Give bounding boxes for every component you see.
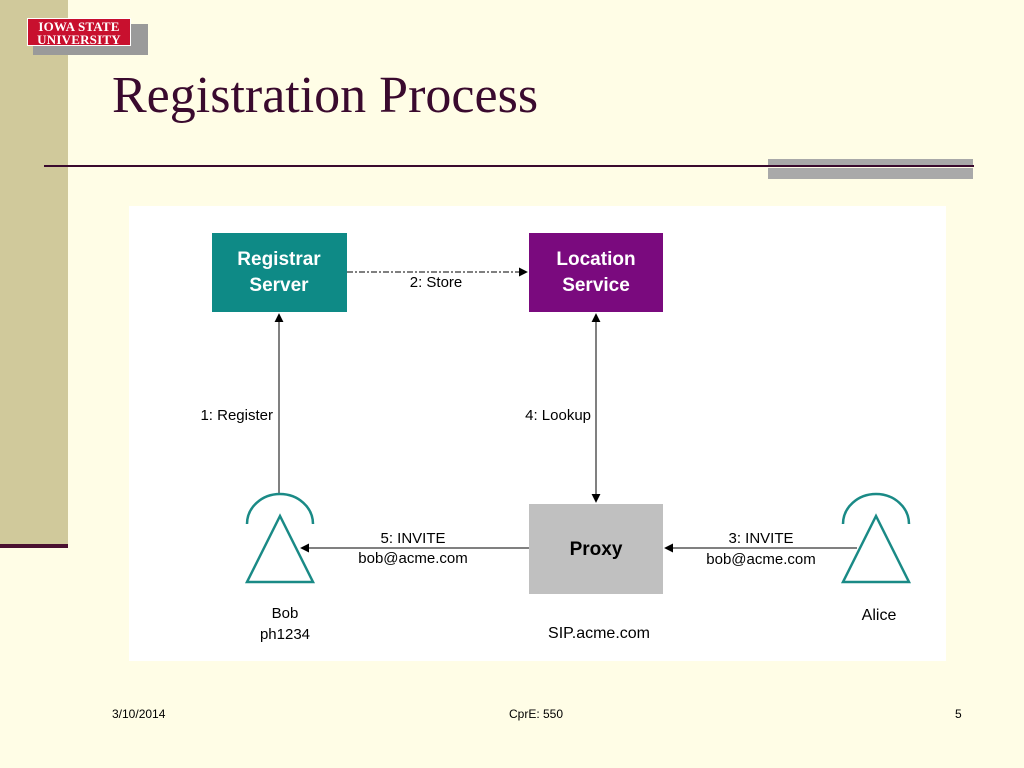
diagram-canvas: Registrar Server Location Service Proxy … bbox=[200, 233, 912, 643]
footer-course: CprE: 550 bbox=[509, 707, 564, 721]
proxy-label: Proxy bbox=[570, 539, 623, 560]
footer-date: 3/10/2014 bbox=[112, 707, 166, 721]
registrar-label-line2: Server bbox=[249, 275, 309, 296]
title-rule-block-top bbox=[768, 159, 973, 166]
bob-name-label: Bob bbox=[272, 605, 299, 622]
invite-alice-label-line1: 3: INVITE bbox=[728, 530, 793, 547]
location-label-line2: Service bbox=[562, 275, 630, 296]
slide-title: Registration Process bbox=[112, 67, 539, 124]
location-label-line1: Location bbox=[556, 249, 635, 270]
alice-name-label: Alice bbox=[862, 607, 897, 624]
registrar-label-line1: Registrar bbox=[237, 249, 321, 270]
title-rule-block-bottom bbox=[768, 168, 973, 179]
invite-bob-label-line2: bob@acme.com bbox=[358, 550, 467, 567]
registration-diagram: Registrar Server Location Service Proxy … bbox=[129, 206, 946, 661]
proxy-domain-label: SIP.acme.com bbox=[548, 625, 650, 642]
location-service-box: Location Service bbox=[529, 233, 663, 312]
registrar-server-box: Registrar Server bbox=[212, 233, 347, 312]
footer-page-number: 5 bbox=[955, 707, 962, 721]
bob-phone-id-label: ph1234 bbox=[260, 626, 310, 643]
invite-bob-label-line1: 5: INVITE bbox=[380, 530, 445, 547]
iowa-state-logo: IOWA STATE UNIVERSITY bbox=[27, 18, 131, 46]
store-label: 2: Store bbox=[410, 274, 463, 291]
lookup-label: 4: Lookup bbox=[525, 407, 591, 424]
logo-line-1: IOWA STATE bbox=[38, 19, 120, 34]
register-label: 1: Register bbox=[200, 407, 273, 424]
logo-line-2: UNIVERSITY bbox=[37, 32, 121, 47]
left-accent-bar bbox=[0, 0, 68, 548]
left-bar-rule bbox=[0, 544, 68, 548]
title-rule bbox=[44, 165, 974, 167]
alice-phone-icon bbox=[840, 492, 912, 584]
proxy-box: Proxy bbox=[529, 504, 663, 594]
bob-phone-icon bbox=[244, 492, 316, 584]
invite-alice-label-line2: bob@acme.com bbox=[706, 551, 815, 568]
